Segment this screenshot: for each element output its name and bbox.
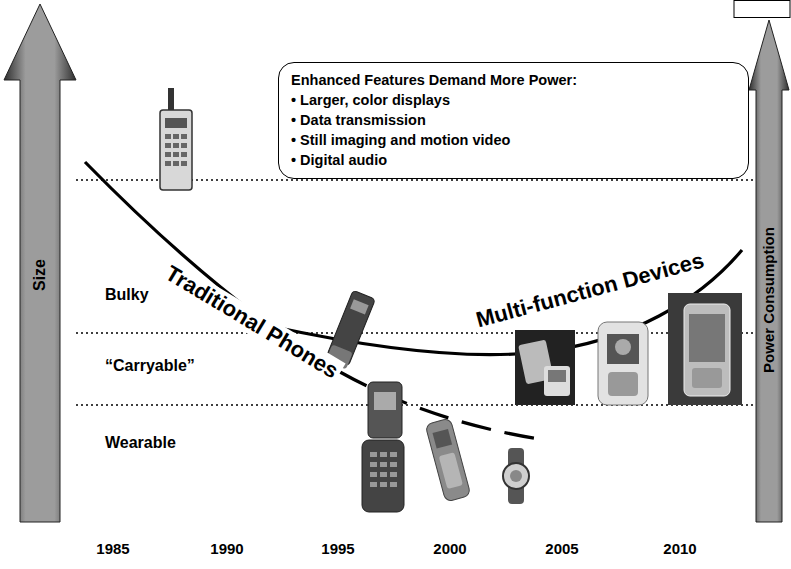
axis-label: Size	[31, 259, 49, 291]
size-arrow	[4, 4, 76, 522]
brick-phone	[160, 88, 192, 190]
smart-device	[668, 293, 742, 405]
callout-box: Enhanced Features Demand More Power:• La…	[278, 62, 749, 179]
slim-phone	[425, 418, 471, 502]
year-label: 1990	[210, 540, 243, 557]
camera-phone	[598, 322, 648, 405]
curve-label: Multi-function Devices	[470, 247, 709, 334]
year-label: 2010	[663, 540, 696, 557]
startac-phone	[362, 382, 404, 512]
callout-heading: Enhanced Features Demand More Power:	[291, 70, 736, 90]
year-label: 1995	[321, 540, 354, 557]
callout-item: • Data transmission	[291, 110, 736, 130]
band-lines	[76, 180, 757, 405]
axis-label: Power Consumption	[760, 227, 777, 373]
callout-item: • Digital audio	[291, 150, 736, 170]
power-arrow	[749, 20, 789, 522]
callout-item: • Still imaging and motion video	[291, 130, 736, 150]
year-label: 2000	[433, 540, 466, 557]
pda-device	[515, 330, 575, 405]
year-label: 2005	[545, 540, 578, 557]
size-band-label: Wearable	[105, 434, 176, 452]
watch-phone	[503, 448, 529, 504]
corner-box	[734, 1, 790, 18]
year-label: 1985	[96, 540, 129, 557]
size-band-label: Bulky	[105, 286, 149, 304]
size-band-label: “Carryable”	[105, 357, 195, 375]
callout-item: • Larger, color displays	[291, 90, 736, 110]
